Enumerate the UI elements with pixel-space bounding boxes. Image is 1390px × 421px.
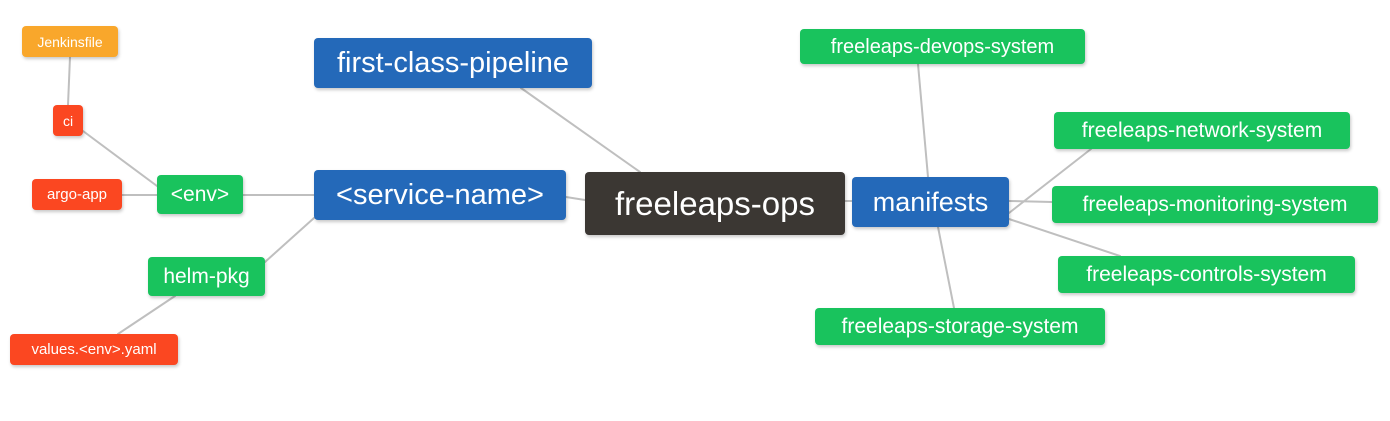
node-manifests[interactable]: manifests (852, 177, 1009, 227)
node-freeleaps-monitoring-system[interactable]: freeleaps-monitoring-system (1052, 186, 1378, 223)
edge-jenkinsfile-to-ci (67, 56, 71, 106)
edge-manifests-to-freeleaps-monitoring-system (1008, 200, 1053, 203)
node-first-class-pipeline[interactable]: first-class-pipeline (314, 38, 592, 88)
node-values-yaml[interactable]: values.<env>.yaml (10, 334, 178, 365)
edge-manifests-to-freeleaps-storage-system (937, 226, 955, 309)
node-freeleaps-storage-system[interactable]: freeleaps-storage-system (815, 308, 1105, 345)
edge-service-name-to-freeleaps-ops (565, 196, 586, 201)
node-freeleaps-devops-system[interactable]: freeleaps-devops-system (800, 29, 1085, 64)
edge-service-name-to-helm-pkg (264, 217, 315, 263)
edge-ci-to-env (82, 130, 158, 187)
edge-manifests-to-freeleaps-controls-system (1008, 218, 1121, 257)
edge-first-class-pipeline-to-freeleaps-ops (520, 87, 641, 173)
node-env[interactable]: <env> (157, 175, 243, 214)
edge-manifests-to-freeleaps-devops-system (917, 63, 929, 178)
node-jenkinsfile[interactable]: Jenkinsfile (22, 26, 118, 57)
node-freeleaps-controls-system[interactable]: freeleaps-controls-system (1058, 256, 1355, 293)
node-freeleaps-ops[interactable]: freeleaps-ops (585, 172, 845, 235)
node-freeleaps-network-system[interactable]: freeleaps-network-system (1054, 112, 1350, 149)
node-ci[interactable]: ci (53, 105, 83, 136)
node-argo-app[interactable]: argo-app (32, 179, 122, 210)
edge-helm-pkg-to-values-yaml (117, 295, 176, 335)
node-helm-pkg[interactable]: helm-pkg (148, 257, 265, 296)
node-service-name[interactable]: <service-name> (314, 170, 566, 220)
